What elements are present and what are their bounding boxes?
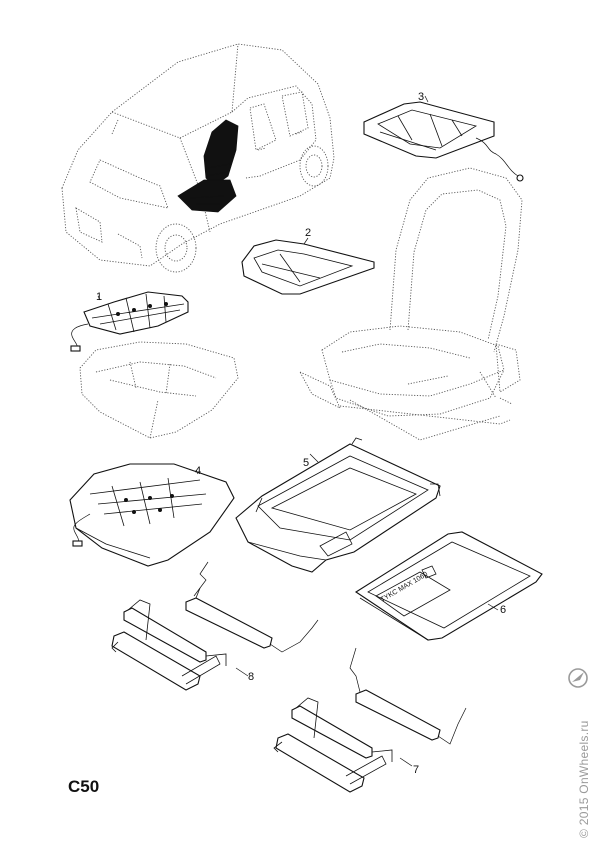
callout-5: 5	[303, 457, 309, 469]
callout-7: 7	[413, 764, 419, 776]
watermark-text: © 2015 OnWheels.ru	[577, 720, 591, 838]
part-4-cushion-assembly	[69, 463, 235, 567]
callout-6: 6	[500, 604, 506, 616]
seat-cushion-foam-illustration	[79, 341, 239, 439]
callout-8: 8	[248, 671, 254, 683]
part-7-seat-rail	[273, 647, 467, 793]
complete-seat-illustration	[298, 167, 523, 441]
part-1-heating-element	[70, 291, 189, 352]
callout-1: 1	[96, 291, 102, 303]
part-6-seat-tray	[354, 531, 543, 641]
callout-2: 2	[305, 227, 311, 239]
part-5-seat-frame	[235, 437, 441, 573]
callout-3: 3	[418, 91, 424, 103]
watermark-logo	[568, 668, 588, 688]
part-8-seat-rail	[111, 561, 319, 691]
part-2-cushion-heating-pad	[241, 237, 375, 295]
part-3-backrest-heating-pad	[363, 95, 524, 182]
section-code: C50	[68, 777, 99, 796]
car-illustration	[61, 43, 335, 273]
callout-4: 4	[195, 465, 201, 477]
